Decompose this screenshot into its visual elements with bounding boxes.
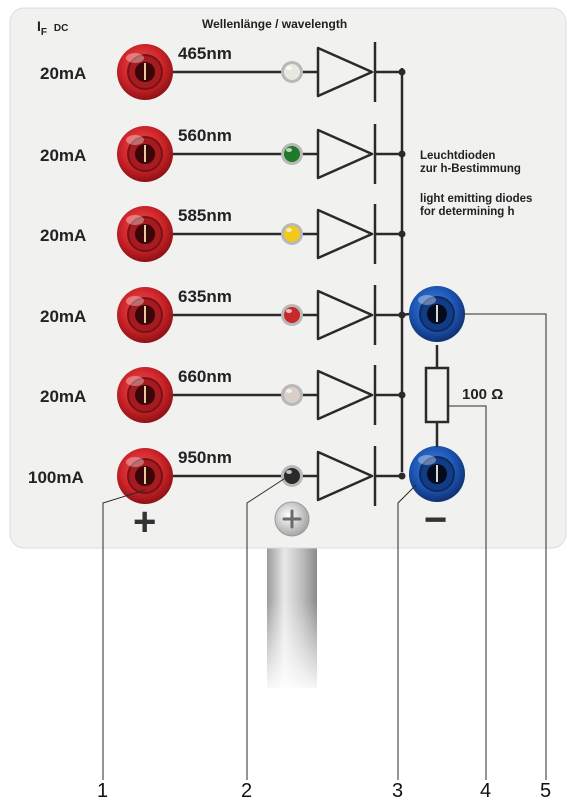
current-label: 20mA [40,307,87,326]
diode-symbol [316,124,377,184]
sockets-layer [117,44,465,504]
current-header: IF DC [37,18,68,38]
current-header-subscript: F [40,26,47,38]
plus-sign: + [133,500,157,544]
red-socket[interactable] [117,206,173,262]
led-bulb [281,223,303,245]
red-socket[interactable] [117,287,173,343]
current-label: 20mA [40,226,87,245]
red-socket[interactable] [117,44,173,100]
leader-4 [448,405,487,780]
bus-junction [398,150,406,158]
bus-to-socket [401,312,410,317]
callout-3: 3 [392,780,404,802]
leader-2 [246,474,291,780]
leader-3 [397,484,417,780]
leader-5 [462,313,547,780]
mounting-screw [274,501,310,537]
current-label: 20mA [40,146,87,165]
bus-junction [398,391,406,399]
diodes-layer [281,42,377,506]
current-label: 20mA [40,64,87,83]
callout-leaders [102,313,547,780]
diode-symbol [316,204,377,264]
wavelength-header: Wellenlänge / wavelength [202,17,348,31]
resistor-label: 100 Ω [462,386,504,403]
led-bulb [281,143,303,165]
callout-5: 5 [540,780,552,802]
bus-junction [398,472,406,480]
diode-symbol [316,446,377,506]
side-text-en-line2: for determining h [420,206,515,218]
wavelength-label: 585nm [178,206,232,225]
side-text-de-line2: zur h-Bestimmung [420,163,521,175]
resistor-100-ohm [424,345,450,447]
red-socket[interactable] [117,448,173,504]
red-socket[interactable] [117,126,173,182]
red-socket[interactable] [117,367,173,423]
led-bulb [281,61,303,83]
led-bulb [281,384,303,406]
wavelength-label: 560nm [178,126,232,145]
wavelength-label: 950nm [178,448,232,467]
current-label: 20mA [40,387,87,406]
blue-socket-top[interactable] [409,286,465,342]
diode-symbol [316,365,377,425]
callout-4: 4 [480,780,492,802]
side-text-en-line1: light emitting diodes [420,193,533,205]
side-text-de-line1: Leuchtdioden [420,150,496,162]
bus-junction [398,68,406,76]
callout-2: 2 [241,780,253,802]
current-header-letter: I [37,18,41,34]
blue-socket-bottom[interactable] [409,446,465,502]
wavelength-label: 660nm [178,367,232,386]
side-text-german: Leuchtdioden zur h-Bestimmung [420,150,521,176]
current-header-suffix: DC [53,23,69,34]
diode-symbol [316,285,377,345]
bus-junction [398,230,406,238]
minus-sign: − [424,498,448,542]
wavelength-label: 465nm [178,44,232,63]
callout-1: 1 [97,780,109,802]
side-text-english: light emitting diodes for determining h [420,193,532,219]
led-bulb [281,304,303,326]
wavelength-label: 635nm [178,287,232,306]
leader-1 [102,489,146,780]
support-rod-fade [262,600,322,695]
led-bulb [281,465,303,487]
current-label: 100mA [28,468,84,487]
diode-symbol [316,42,377,102]
